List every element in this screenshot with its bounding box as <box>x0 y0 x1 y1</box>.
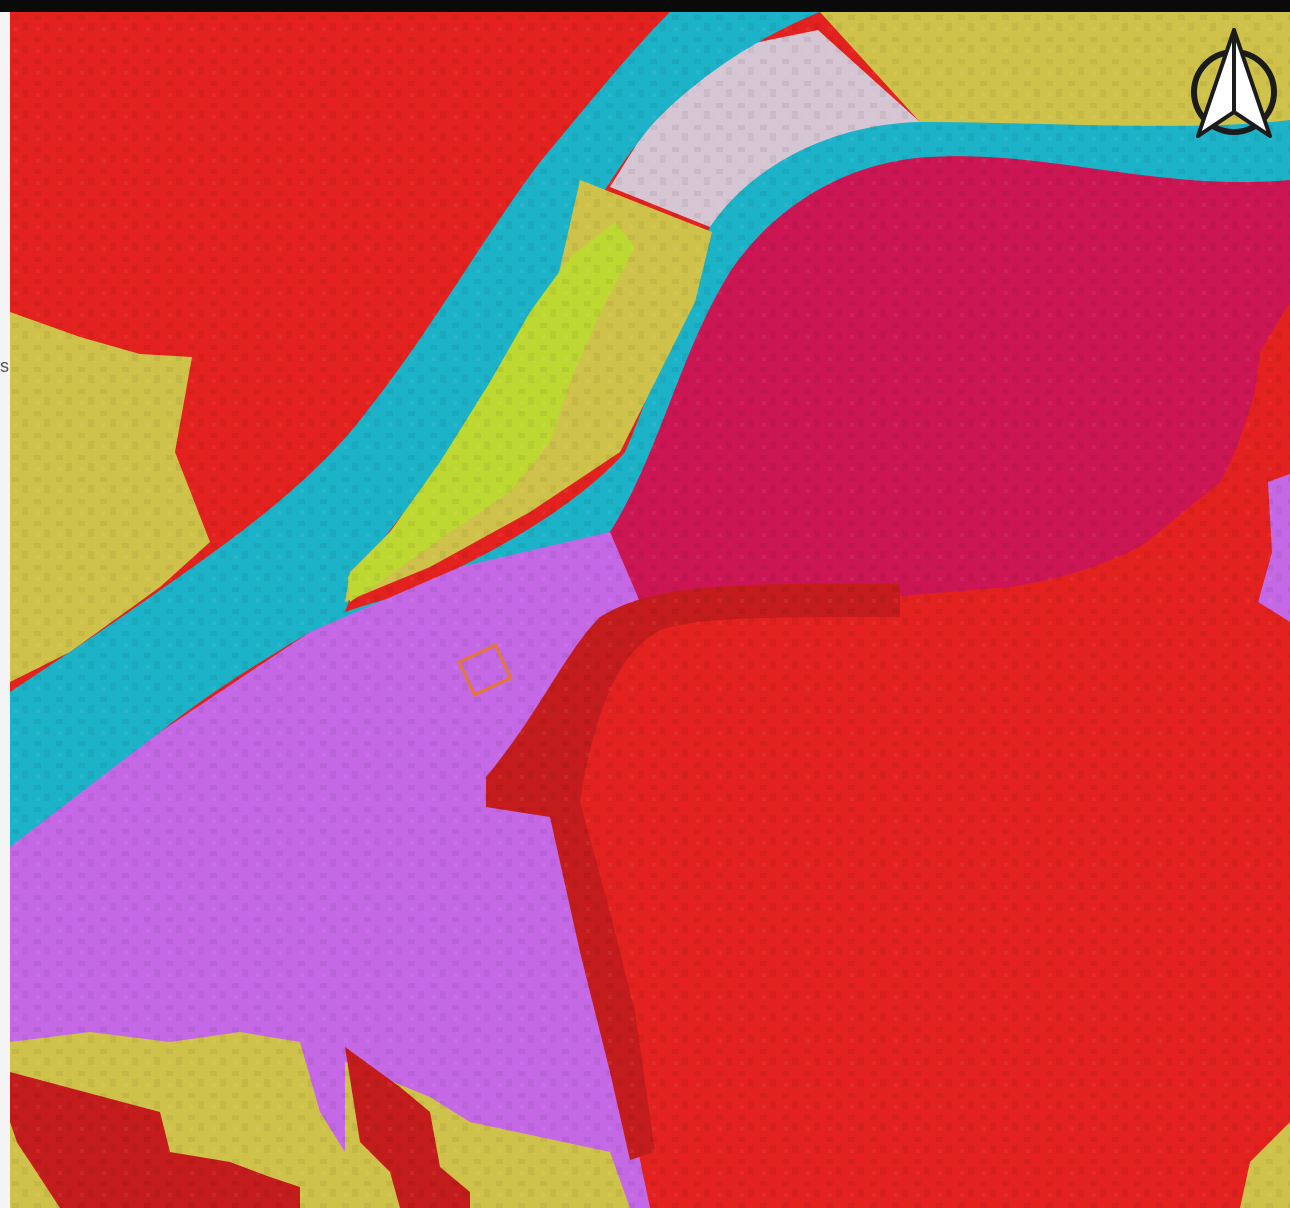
top-border <box>0 0 1290 12</box>
satellite-texture <box>10 12 1290 1208</box>
panel-text-fragment: s <box>0 356 9 376</box>
site-marker[interactable] <box>457 643 513 697</box>
north-arrow-icon <box>1191 28 1277 138</box>
land-use-map[interactable] <box>10 12 1290 1208</box>
